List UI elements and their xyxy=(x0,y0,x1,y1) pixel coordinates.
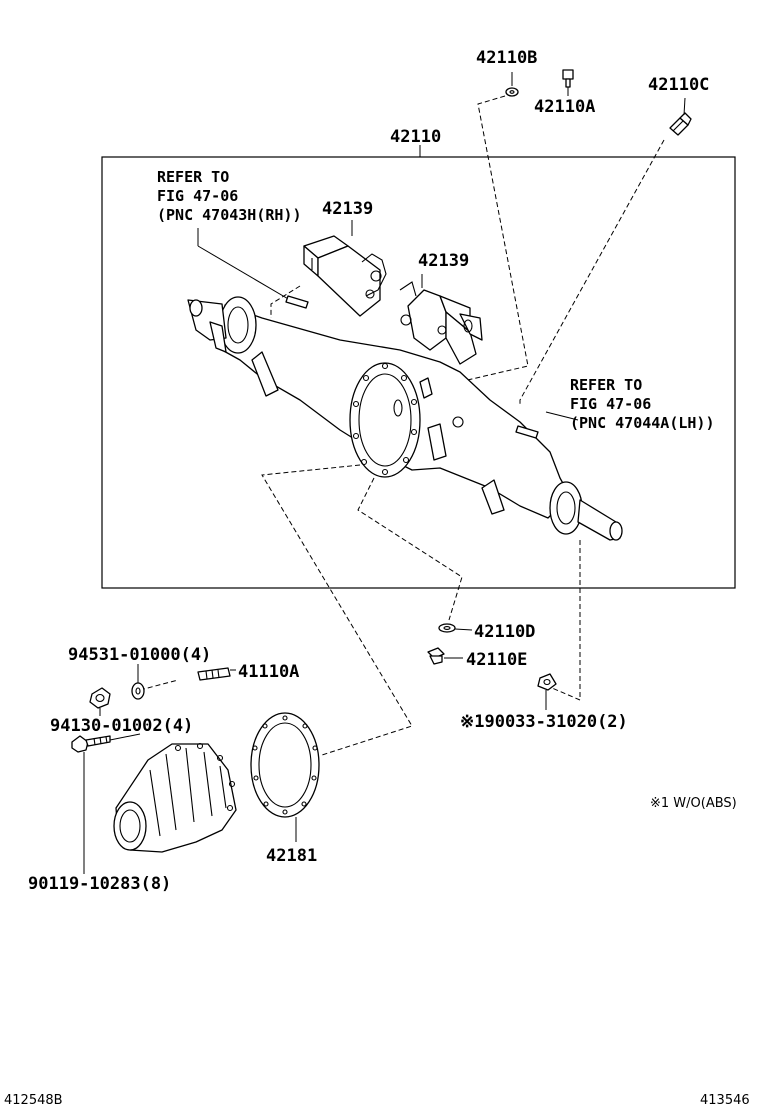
label-42139-lower: 42139 xyxy=(418,251,469,271)
label-41110a: 41110A xyxy=(238,662,299,682)
part-42139-upper xyxy=(303,235,387,317)
refer-lh-line3: (PNC 47044A(LH)) xyxy=(570,414,715,432)
part-42110c-plug xyxy=(669,112,692,136)
label-42181: 42181 xyxy=(266,846,317,866)
stud-rh xyxy=(285,295,309,309)
part-90119-bolt xyxy=(71,735,111,753)
axle-housing-body xyxy=(187,296,623,541)
refer-rh-line2: FIG 47-06 xyxy=(157,187,238,205)
label-42110c: 42110C xyxy=(648,75,709,95)
footer-right-code: 413546 xyxy=(700,1093,750,1108)
label-42139-upper: 42139 xyxy=(322,199,373,219)
footer-left-code: 412548B xyxy=(4,1093,63,1108)
part-190033-nut xyxy=(537,673,557,691)
label-42110b: 42110B xyxy=(476,48,537,68)
label-94531: 94531-01000(4) xyxy=(68,645,211,665)
part-42110d-gasket xyxy=(438,623,456,633)
label-94130: 94130-01002(4) xyxy=(50,716,193,736)
part-41110a-stud xyxy=(197,667,231,681)
part-42139-lower xyxy=(399,281,483,365)
part-42110b-washer xyxy=(505,87,519,97)
label-190033: ※190033-31020(2) xyxy=(460,712,628,732)
refer-lh-line2: FIG 47-06 xyxy=(570,395,651,413)
label-90119: 90119-10283(8) xyxy=(28,874,171,894)
label-42110d: 42110D xyxy=(474,622,535,642)
axle-housing-assembly-frame xyxy=(101,156,736,589)
part-42181-gasket xyxy=(250,712,320,818)
refer-lh-line1: REFER TO xyxy=(570,376,642,394)
part-94531-washer xyxy=(131,682,145,700)
label-42110a: 42110A xyxy=(534,97,595,117)
part-94130-nut xyxy=(89,687,111,709)
refer-rh-line3: (PNC 47043H(RH)) xyxy=(157,206,302,224)
carrier-bolt-holes xyxy=(352,362,418,476)
differential-carrier xyxy=(113,742,237,853)
footnote-wo-abs: ※1 W/O(ABS) xyxy=(650,796,737,811)
label-42110: 42110 xyxy=(390,127,441,147)
stud-lh xyxy=(515,425,539,439)
refer-rh-line1: REFER TO xyxy=(157,168,229,186)
part-42110a-breather xyxy=(562,69,574,88)
part-42110e-plug xyxy=(427,647,445,665)
label-42110e: 42110E xyxy=(466,650,527,670)
